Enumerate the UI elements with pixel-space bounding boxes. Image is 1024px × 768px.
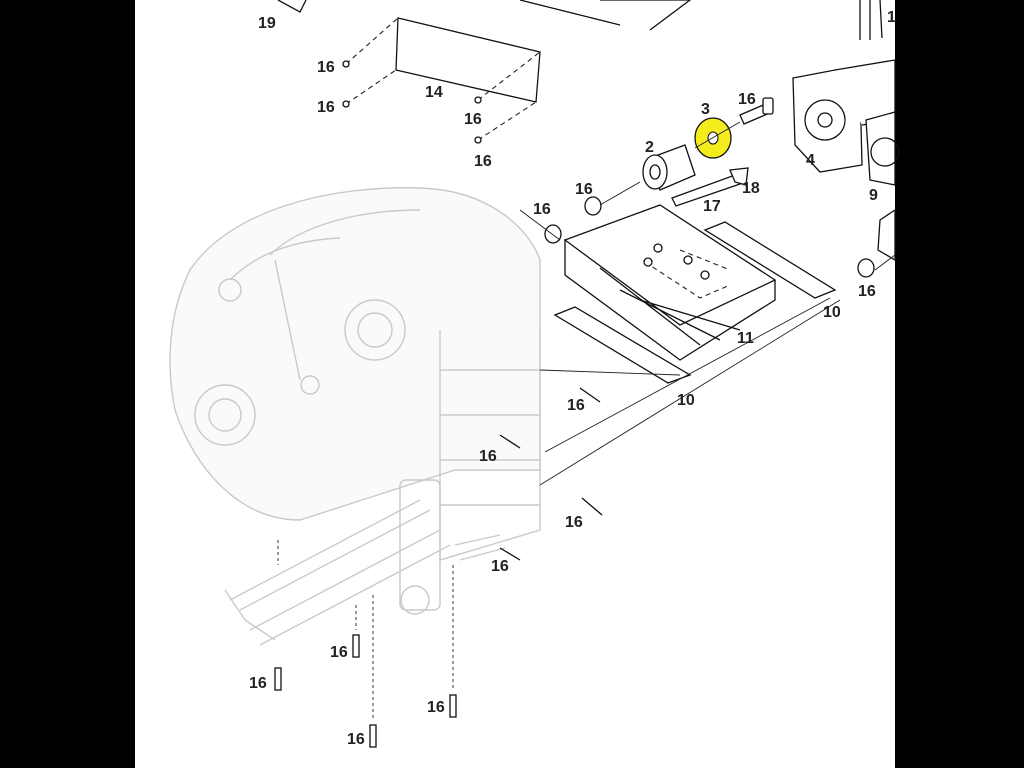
motor-4 (792, 0, 900, 262)
callout-16: 16 (479, 448, 497, 465)
callout-1: 1 (887, 9, 896, 26)
callout-labels: 19 14 16 16 16 16 16 16 16 16 16 16 16 1… (249, 9, 896, 748)
callout-16: 16 (347, 731, 365, 748)
callout-16: 16 (567, 397, 585, 414)
callout-10: 10 (823, 304, 841, 321)
controller-board (519, 196, 896, 486)
callout-14: 14 (425, 84, 443, 101)
callout-3: 3 (701, 101, 710, 118)
cover-plate-14 (277, 0, 692, 141)
callout-16: 16 (858, 283, 876, 300)
callout-16: 16 (474, 153, 492, 170)
callout-16: 16 (317, 59, 335, 76)
callout-16: 16 (317, 99, 335, 116)
callout-16: 16 (491, 558, 509, 575)
screws (274, 60, 603, 748)
callout-16: 16 (464, 111, 482, 128)
callout-2: 2 (645, 139, 654, 156)
callout-16: 16 (427, 699, 445, 716)
callout-10: 10 (677, 392, 695, 409)
drive-components (599, 97, 774, 207)
callout-16: 16 (738, 91, 756, 108)
callout-18: 18 (742, 180, 760, 197)
callout-19: 19 (258, 15, 276, 32)
callout-16: 16 (575, 181, 593, 198)
callout-4: 4 (806, 152, 815, 169)
callout-9: 9 (869, 187, 878, 204)
housing-assembly (169, 187, 541, 720)
callout-16: 16 (249, 675, 267, 692)
callout-16: 16 (533, 201, 551, 218)
callout-16: 16 (330, 644, 348, 661)
callout-16: 16 (565, 514, 583, 531)
callout-17: 17 (703, 198, 721, 215)
callout-11: 11 (737, 330, 754, 347)
